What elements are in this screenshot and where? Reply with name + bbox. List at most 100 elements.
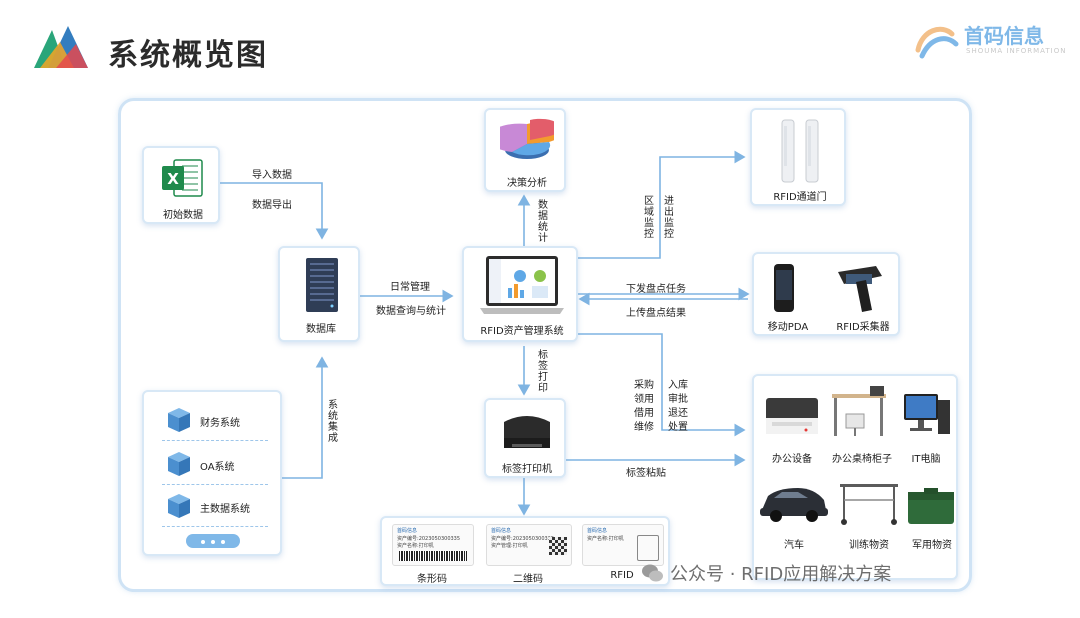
- rfid-sample: 首码信息 资产名称:打印机: [582, 524, 664, 566]
- diagram-frame: [118, 98, 972, 592]
- edge-label-region-monitor: 区域监控: [644, 196, 654, 240]
- barcode-icon: [399, 551, 467, 561]
- node-database: 数据库: [278, 246, 360, 342]
- node-handhelds: 移动PDA RFID采集器: [752, 252, 900, 336]
- system-finance-label: 财务系统: [200, 418, 240, 429]
- qrcode-icon: [549, 537, 567, 555]
- office-equipment-icon: [762, 392, 822, 438]
- gate-icon: [776, 116, 824, 184]
- node-rfid-system-label: RFID资产管理系统: [480, 326, 564, 337]
- edge-label-approve: 审批: [668, 394, 688, 405]
- edge-system-gate: [578, 150, 746, 259]
- divider: [162, 484, 268, 485]
- label-barcode-caption: 条形码: [417, 574, 447, 585]
- divider: [162, 440, 268, 441]
- node-rfid-system: RFID资产管理系统: [462, 246, 578, 342]
- divider: [162, 526, 268, 527]
- label-field: 资产管理:: [491, 543, 513, 549]
- label-card-header: 首码信息: [587, 528, 608, 534]
- edge-label-daily: 日常管理: [390, 282, 430, 293]
- server-icon: [302, 256, 342, 314]
- mobile-pda-icon: [772, 262, 796, 314]
- edge-label-upload: 上传盘点结果: [626, 308, 686, 319]
- barcode-sample: 首码信息 资产编号:2023050300335 资产名称:打印机: [392, 524, 474, 566]
- system-oa-label: OA系统: [200, 462, 235, 473]
- label-value: 打印机: [418, 543, 434, 549]
- edge-label-return: 退还: [668, 408, 688, 419]
- asset-military-label: 军用物资: [912, 540, 952, 551]
- edge-label-stock-in: 入库: [668, 380, 688, 391]
- logo-icon: [30, 24, 90, 74]
- edge-label-dispose: 处置: [668, 422, 688, 433]
- node-mobile-pda-label: 移动PDA: [767, 322, 809, 333]
- node-rfid-gate-label: RFID通道门: [773, 192, 827, 203]
- master-data-system-icon: [166, 492, 192, 520]
- rfid-collector-icon: [832, 262, 888, 314]
- label-field: 资产名称:: [587, 536, 609, 542]
- node-integrated-systems: 财务系统 OA系统 主数据系统: [142, 390, 282, 556]
- military-supplies-icon: [906, 486, 956, 526]
- edge-label-data-stats: 数据统计: [538, 200, 548, 244]
- asset-office-furniture-label: 办公桌椅柜子: [832, 454, 892, 465]
- label-card-header: 首码信息: [397, 528, 418, 534]
- edge-label-import: 导入数据: [252, 170, 292, 181]
- training-equipment-icon: [834, 480, 904, 528]
- brand-subtitle: SHOUMA INFORMATION: [966, 47, 1067, 55]
- node-rfid-gate: RFID通道门: [750, 108, 846, 206]
- edge-import: [220, 182, 329, 240]
- printer-icon: [498, 408, 556, 454]
- car-icon: [758, 480, 830, 524]
- edge-label-in-out-monitor: 进出监控: [664, 196, 674, 240]
- edge-label-repair: 维修: [634, 422, 654, 433]
- edge-label-query: 数据查询与统计: [376, 306, 446, 317]
- label-qrcode-caption: 二维码: [513, 574, 543, 585]
- laptop-icon: [478, 254, 566, 316]
- edge-label-integration: 系统集成: [328, 400, 338, 444]
- watermark-text: 公众号 · RFID应用解决方案: [670, 564, 892, 585]
- label-card-header: 首码信息: [491, 528, 512, 534]
- edge-integration: [282, 356, 329, 479]
- node-label-samples: 首码信息 资产编号:2023050300335 资产名称:打印机 条形码 首码信…: [380, 516, 670, 586]
- more-indicator: [186, 534, 240, 548]
- label-value: 打印机: [608, 536, 624, 542]
- excel-icon: X: [160, 158, 204, 198]
- edge-label-label-print: 标签打印: [538, 350, 548, 394]
- qrcode-sample: 首码信息 资产编号:2023050300335 资产管理:打印机: [486, 524, 572, 566]
- brand-name: 首码信息: [964, 24, 1044, 48]
- node-decision: 决策分析: [484, 108, 566, 192]
- system-master-data-label: 主数据系统: [200, 504, 250, 515]
- label-rfid-caption: RFID: [610, 570, 634, 581]
- node-label-printer: 标签打印机: [484, 398, 566, 478]
- label-field: 资产编号:: [491, 536, 513, 542]
- edge-label-requisition: 领用: [634, 394, 654, 405]
- node-decision-label: 决策分析: [507, 178, 547, 189]
- svg-text:X: X: [167, 170, 179, 188]
- node-initial-data: X 初始数据: [142, 146, 220, 224]
- edge-label-export: 数据导出: [252, 200, 292, 211]
- node-initial-data-label: 初始数据: [163, 210, 203, 221]
- node-assets: 办公设备 办公桌椅柜子 IT电脑 汽车 训练物资 军用物资: [752, 374, 958, 580]
- rfid-antenna-icon: [637, 535, 659, 561]
- oa-system-icon: [166, 450, 192, 478]
- wechat-icon: [640, 562, 664, 584]
- node-rfid-collector-label: RFID采集器: [836, 322, 890, 333]
- node-label-printer-label: 标签打印机: [502, 464, 552, 475]
- edge-label-issue: 下发盘点任务: [626, 284, 686, 295]
- node-database-label: 数据库: [306, 324, 336, 335]
- edge-label-label-paste: 标签粘贴: [626, 468, 666, 479]
- label-field: 资产编号:: [397, 536, 419, 542]
- it-computer-icon: [900, 390, 952, 440]
- edge-lifecycle: [578, 333, 746, 437]
- label-value: 打印机: [512, 543, 528, 549]
- asset-office-equipment-label: 办公设备: [772, 454, 812, 465]
- page-title: 系统概览图: [108, 38, 268, 73]
- pie-chart-icon: [487, 116, 561, 168]
- asset-training-label: 训练物资: [849, 540, 889, 551]
- office-furniture-icon: [830, 386, 894, 440]
- asset-it-computer-label: IT电脑: [911, 454, 941, 465]
- edge-label-borrow: 借用: [634, 408, 654, 419]
- brand-logo-icon: [912, 20, 960, 62]
- label-value: 2023050300335: [512, 536, 555, 542]
- asset-car-label: 汽车: [784, 540, 804, 551]
